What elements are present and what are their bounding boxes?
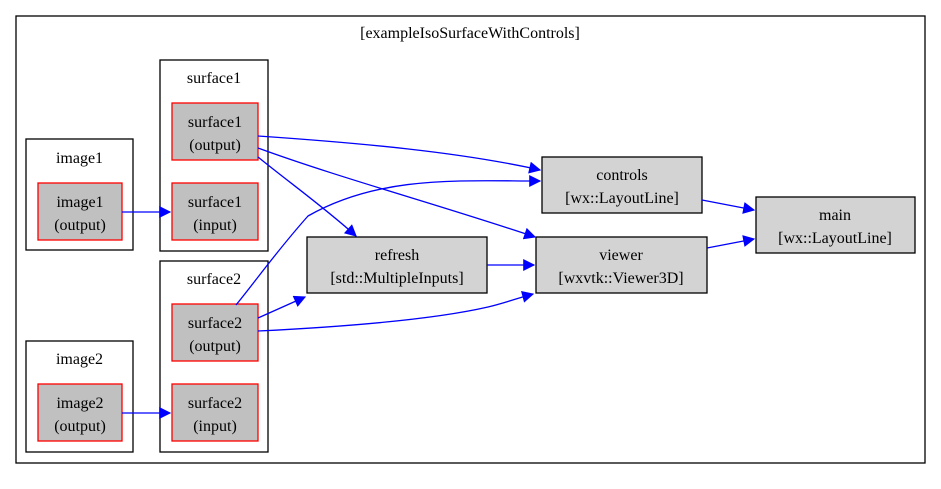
port-label-line2: (input) bbox=[193, 217, 237, 234]
edge-controls-to-main bbox=[701, 199, 756, 214]
cluster-image2: image2 image2 (output) bbox=[25, 340, 134, 453]
node-main[interactable]: main [wx::LayoutLine] bbox=[755, 196, 916, 254]
port-label-line2: (output) bbox=[189, 137, 241, 154]
node-label-line1: viewer bbox=[599, 247, 643, 264]
node-label-line1: main bbox=[819, 207, 851, 224]
port-label-line2: (input) bbox=[193, 418, 237, 435]
port-image1-output[interactable]: image1 (output) bbox=[37, 182, 123, 241]
node-label-line2: [std::MultipleInputs] bbox=[330, 270, 463, 287]
port-surface2-input[interactable]: surface2 (input) bbox=[171, 383, 259, 442]
edge-viewer-to-main bbox=[706, 235, 756, 249]
port-label-line1: image2 bbox=[56, 395, 103, 412]
node-controls[interactable]: controls [wx::LayoutLine] bbox=[541, 156, 703, 214]
port-label-line2: (output) bbox=[54, 418, 106, 435]
port-image2-output[interactable]: image2 (output) bbox=[37, 383, 123, 442]
node-label-line2: [wx::LayoutLine] bbox=[565, 190, 679, 207]
cluster-label: surface2 bbox=[187, 271, 241, 288]
port-label-line1: surface1 bbox=[188, 194, 242, 211]
cluster-surface2: surface2 surface2 (output) surface2 (inp… bbox=[159, 260, 269, 453]
node-label-line2: [wx::LayoutLine] bbox=[778, 230, 892, 247]
port-label-line2: (output) bbox=[189, 338, 241, 355]
cluster-label: image2 bbox=[56, 351, 103, 368]
port-surface1-output[interactable]: surface1 (output) bbox=[171, 102, 259, 161]
graph-title: [exampleIsoSurfaceWithControls] bbox=[360, 25, 580, 42]
port-label-line2: (output) bbox=[54, 217, 106, 234]
cluster-label: image1 bbox=[56, 150, 103, 167]
node-label-line1: controls bbox=[596, 167, 648, 184]
port-label-line1: surface1 bbox=[188, 114, 242, 131]
port-label-line1: surface2 bbox=[188, 395, 242, 412]
cluster-surface1: surface1 surface1 (output) surface1 (inp… bbox=[159, 59, 269, 252]
edge-surface1-output-to-viewer bbox=[257, 147, 537, 240]
cluster-main: [exampleIsoSurfaceWithControls] bbox=[15, 15, 926, 464]
edge-surface2-output-to-controls bbox=[235, 174, 542, 306]
node-refresh[interactable]: refresh [std::MultipleInputs] bbox=[306, 236, 488, 294]
edge-surface1-output-to-controls bbox=[257, 135, 542, 174]
cluster-image1: image1 image1 (output) bbox=[25, 138, 134, 251]
node-viewer[interactable]: viewer [wxvtk::Viewer3D] bbox=[535, 236, 708, 294]
node-label-line2: [wxvtk::Viewer3D] bbox=[558, 270, 683, 287]
port-label-line1: surface2 bbox=[188, 315, 242, 332]
cluster-label: surface1 bbox=[187, 70, 241, 87]
edge-surface2-output-to-viewer bbox=[257, 290, 535, 332]
port-surface1-input[interactable]: surface1 (input) bbox=[171, 182, 259, 241]
port-label-line1: image1 bbox=[56, 194, 103, 211]
node-label-line1: refresh bbox=[375, 247, 419, 264]
edge-surface1-output-to-refresh bbox=[257, 156, 357, 237]
port-surface2-output[interactable]: surface2 (output) bbox=[171, 303, 259, 362]
edge-surface2-output-to-refresh bbox=[257, 295, 307, 319]
